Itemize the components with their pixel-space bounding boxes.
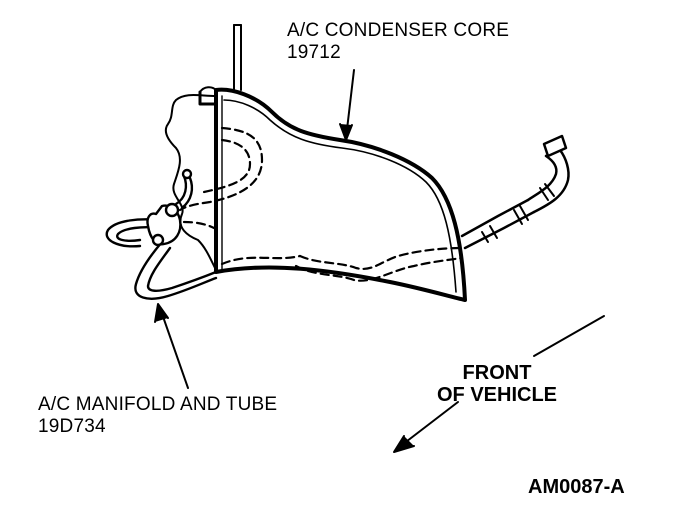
condenser-core-name: A/C CONDENSER CORE: [287, 20, 510, 41]
front-of-vehicle-label: FRONT OF VEHICLE: [413, 362, 581, 406]
manifold-leader: [154, 303, 189, 389]
condenser-core: [198, 86, 467, 302]
manifold-tube-name: A/C MANIFOLD AND TUBE: [38, 394, 278, 415]
side-bracket: [164, 94, 217, 271]
front-label-line1: FRONT: [462, 362, 532, 384]
manifold-tube: [105, 168, 218, 300]
manifold-tube-part-number: 19D734: [38, 416, 106, 437]
support-rod: [233, 24, 242, 93]
outlet-tube: [460, 134, 570, 250]
condenser-leader: [339, 69, 355, 141]
front-label-line2: OF VEHICLE: [436, 384, 557, 406]
manifold-tube-label: A/C MANIFOLD AND TUBE 19D734: [38, 394, 277, 438]
direction-arrow: [393, 315, 605, 453]
figure-id: AM0087-A: [528, 476, 625, 498]
condenser-core-part-number: 19712: [287, 42, 341, 63]
condenser-core-label: A/C CONDENSER CORE 19712: [287, 20, 509, 64]
hidden-tubes: [178, 126, 464, 282]
